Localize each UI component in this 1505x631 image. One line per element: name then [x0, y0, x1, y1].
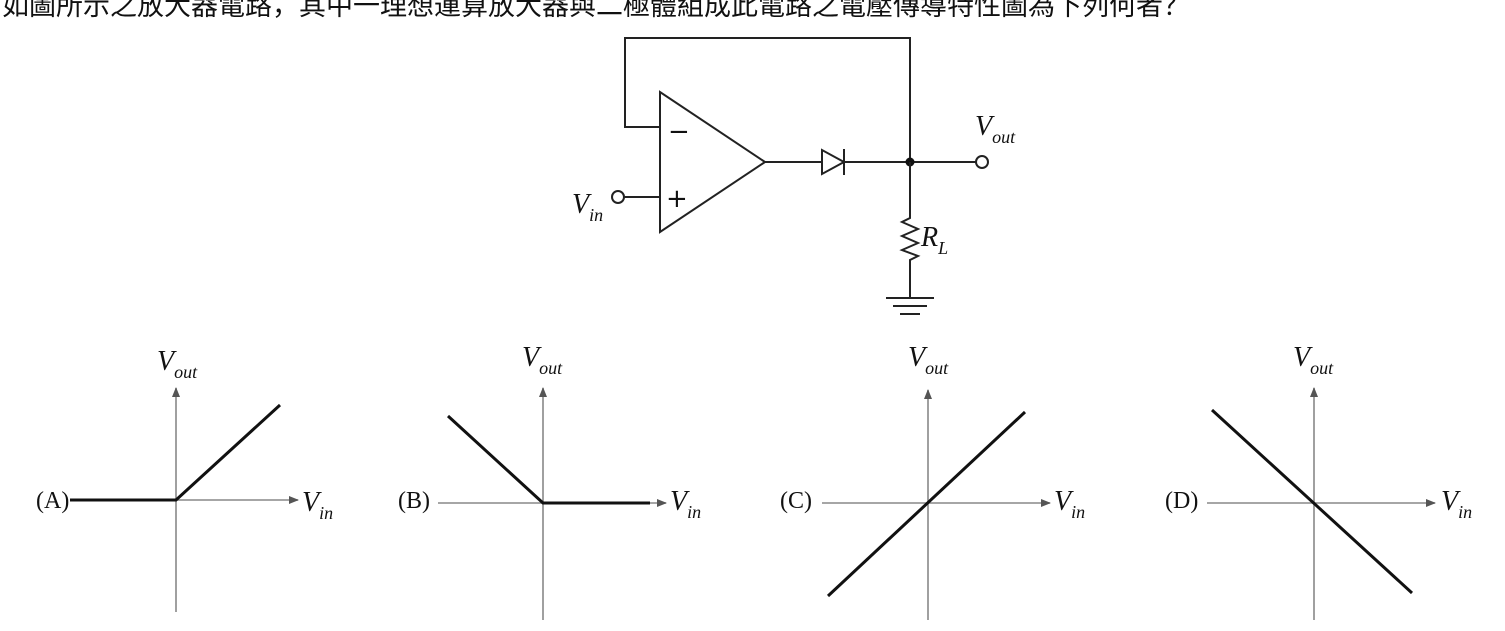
option-label: (C) — [780, 488, 812, 514]
transfer-curve — [826, 410, 1027, 598]
transfer-curve — [70, 403, 282, 502]
transfer-curve — [1210, 408, 1414, 595]
vout-label: Vout — [975, 111, 1016, 147]
rl-label: RL — [920, 222, 948, 258]
option-label: (D) — [1165, 488, 1198, 514]
vout-axis-label: Vout — [157, 346, 198, 382]
ground-symbol — [886, 297, 934, 315]
op-amp-circuit: − + Vin Vout RL — [572, 37, 1016, 315]
op-amp-symbol — [659, 90, 767, 234]
question-text: 如圖所示之放大器電路，其中一理想運算放大器與二極體組成此電路之電壓傳導特性圖為下… — [2, 0, 1190, 22]
option-label: (A) — [36, 488, 69, 514]
feedback-wire — [624, 37, 911, 162]
vin-axis-label: Vin — [670, 486, 701, 522]
inverting-input-sign: − — [668, 117, 690, 147]
vout-axis-label: Vout — [522, 342, 563, 378]
vin-label: Vin — [572, 189, 603, 225]
option-label: (B) — [398, 488, 430, 514]
vout-axis-label: Vout — [1293, 342, 1334, 378]
option-c-graph[interactable]: (C) Vout Vin — [780, 342, 1085, 620]
vin-axis-label: Vin — [1054, 486, 1085, 522]
transfer-curve — [446, 414, 650, 505]
load-resistor — [899, 162, 921, 298]
option-a-graph[interactable]: (A) Vout Vin — [36, 346, 333, 612]
vin-terminal — [611, 190, 625, 204]
option-d-graph[interactable]: (D) Vout Vin — [1165, 342, 1472, 620]
vout-axis-label: Vout — [908, 342, 949, 378]
option-b-graph[interactable]: (B) Vout Vin — [398, 342, 701, 620]
vin-axis-label: Vin — [302, 487, 333, 523]
noninverting-input-sign: + — [666, 184, 688, 214]
vout-terminal — [975, 155, 989, 169]
diode-symbol — [821, 148, 847, 176]
vin-axis-label: Vin — [1441, 486, 1472, 522]
